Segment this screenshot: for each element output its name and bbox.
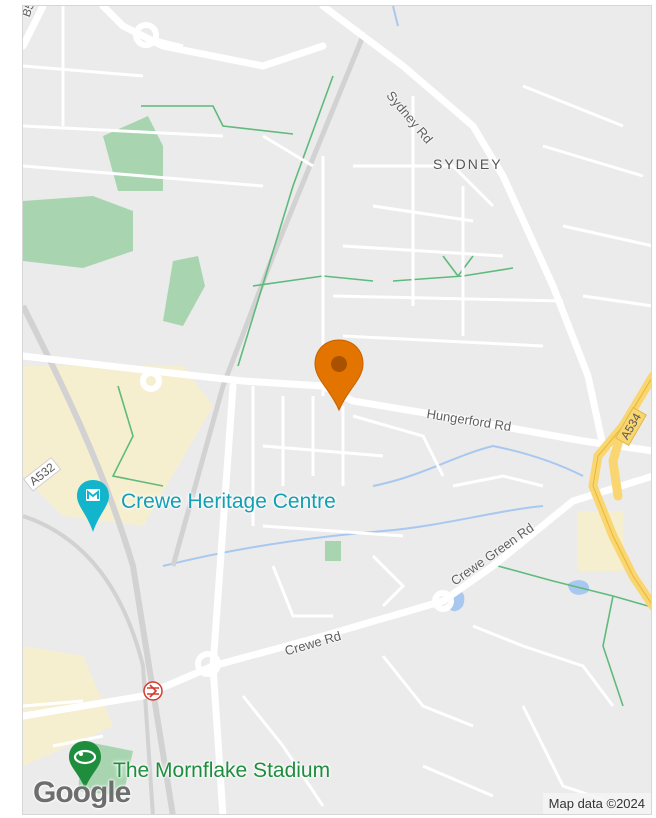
- park-area: [103, 116, 163, 191]
- park-area: [325, 541, 341, 561]
- park-area: [23, 196, 133, 268]
- roundabout: [432, 590, 454, 612]
- rail-line: [23, 514, 155, 814]
- map-attribution[interactable]: Map data ©2024: [542, 793, 651, 814]
- roundabout: [140, 370, 162, 392]
- footpath: [252, 275, 374, 287]
- roundabout: [195, 651, 221, 677]
- sydney-rd-line: [319, 6, 607, 450]
- footpath: [141, 105, 294, 135]
- footpath: [602, 595, 624, 707]
- district-label-sydney: SYDNEY: [433, 156, 503, 172]
- footpath: [497, 565, 649, 607]
- rail-station: [143, 681, 163, 701]
- footpath: [111, 385, 164, 487]
- main-roads: [23, 6, 651, 814]
- waterway: [392, 6, 399, 27]
- waterway: [162, 505, 544, 567]
- rail-line: [170, 35, 366, 567]
- stadium-icon: [69, 741, 101, 789]
- google-logo: Google: [33, 776, 131, 809]
- waterway: [372, 444, 584, 487]
- footpath: [237, 75, 334, 367]
- park-area: [163, 256, 205, 326]
- b5076-line: [23, 6, 47, 50]
- rail-line: [23, 304, 176, 814]
- roundabout: [133, 22, 159, 48]
- museum-icon: [77, 480, 109, 532]
- poi-label-stadium: The Mornflake Stadium: [113, 759, 331, 782]
- map-canvas[interactable]: B5076 Sydney Rd SYDNEY Hungerford Rd Cre…: [22, 5, 652, 815]
- footpath: [442, 255, 474, 278]
- poi-label-heritage: Crewe Heritage Centre: [121, 490, 336, 513]
- location-pin-icon[interactable]: [312, 337, 366, 413]
- minor-roads: [23, 6, 651, 808]
- road-north-west: [99, 6, 327, 70]
- road-north-south: [209, 382, 237, 814]
